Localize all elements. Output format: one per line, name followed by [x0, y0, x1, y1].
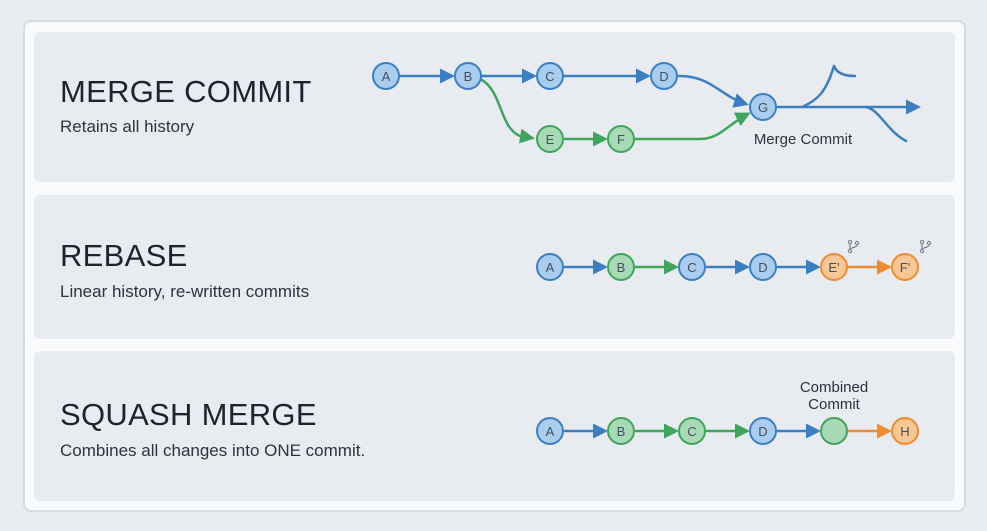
svg-text:B: B	[464, 69, 473, 84]
merge-edge-b-e	[480, 78, 535, 144]
merge-branch-up	[800, 64, 836, 109]
merge-branch-up-fork	[832, 64, 857, 78]
svg-text:C: C	[687, 260, 696, 275]
svg-text:A: A	[382, 69, 391, 84]
squash-node-h: H	[891, 417, 919, 445]
git-branch-icon	[847, 239, 860, 254]
svg-text:B: B	[617, 424, 626, 439]
svg-text:H: H	[900, 424, 909, 439]
rebase-node-e-prime: E'	[820, 253, 848, 281]
rebase-title: REBASE	[60, 238, 188, 273]
squash-node-c: C	[678, 417, 706, 445]
svg-text:G: G	[758, 100, 768, 115]
squash-node-combined	[820, 417, 848, 445]
svg-text:D: D	[758, 424, 767, 439]
svg-text:D: D	[758, 260, 767, 275]
squash-merge-panel: SQUASH MERGE Combines all changes into O…	[34, 351, 955, 501]
squash-node-a: A	[536, 417, 564, 445]
svg-text:C: C	[687, 424, 696, 439]
merge-node-d: D	[650, 62, 678, 90]
combined-commit-label-line2: Commit	[808, 396, 860, 413]
git-branch-icon	[919, 239, 932, 254]
merge-node-e: E	[536, 125, 564, 153]
squash-node-b: B	[607, 417, 635, 445]
rebase-node-c: C	[678, 253, 706, 281]
svg-text:B: B	[617, 260, 626, 275]
merge-node-c: C	[536, 62, 564, 90]
merge-commit-subtitle: Retains all history	[60, 117, 195, 136]
svg-text:D: D	[659, 69, 668, 84]
rebase-node-a: A	[536, 253, 564, 281]
merge-commit-label: Merge Commit	[754, 131, 853, 148]
svg-text:C: C	[545, 69, 554, 84]
svg-text:E: E	[546, 132, 555, 147]
merge-node-f: F	[607, 125, 635, 153]
svg-text:A: A	[546, 424, 555, 439]
squash-node-d: D	[749, 417, 777, 445]
squash-merge-subtitle: Combines all changes into ONE commit.	[60, 441, 366, 460]
svg-text:E': E'	[828, 260, 839, 275]
merge-node-g: G	[749, 93, 777, 121]
merge-node-b: B	[454, 62, 482, 90]
merge-commit-title: MERGE COMMIT	[60, 74, 312, 109]
rebase-subtitle: Linear history, re-written commits	[60, 282, 310, 301]
rebase-node-b: B	[607, 253, 635, 281]
svg-text:F': F'	[900, 260, 910, 275]
svg-text:F: F	[617, 132, 625, 147]
combined-commit-label-line1: Combined	[800, 379, 868, 396]
rebase-node-d: D	[749, 253, 777, 281]
merge-branch-down	[864, 105, 908, 143]
merge-commit-panel: MERGE COMMIT Retains all history	[34, 32, 955, 182]
merge-node-a: A	[372, 62, 400, 90]
squash-merge-title: SQUASH MERGE	[60, 397, 317, 432]
merge-edge-f-g	[634, 112, 751, 141]
svg-text:A: A	[546, 260, 555, 275]
merge-edge-d-g	[677, 74, 749, 108]
rebase-node-f-prime: F'	[891, 253, 919, 281]
